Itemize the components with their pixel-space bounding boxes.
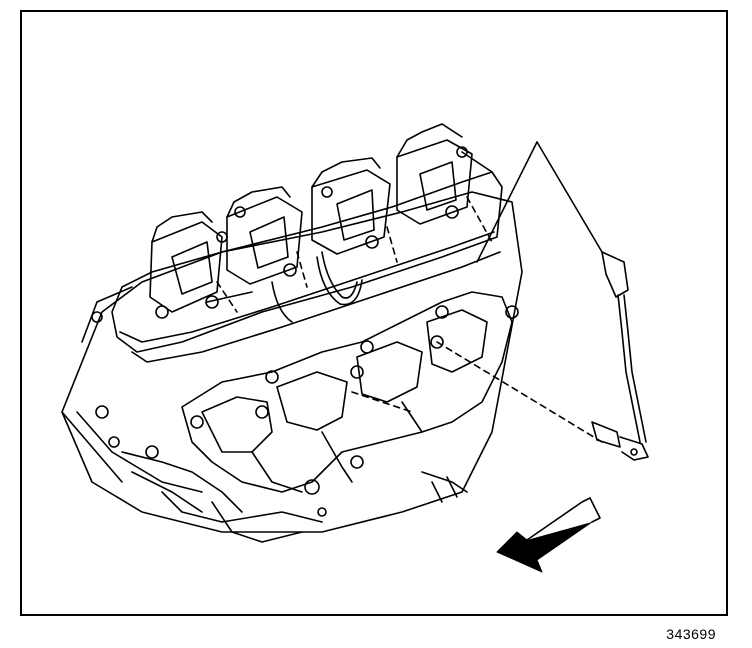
- front-direction-arrow-icon: [496, 497, 601, 573]
- engine-block: [61, 191, 523, 533]
- illustration-frame: [20, 10, 728, 616]
- manifold-bolt: [145, 445, 159, 459]
- manifold-bolt: [360, 340, 374, 354]
- ignition-coil-4: [396, 123, 493, 225]
- ignition-coils: [149, 123, 493, 319]
- manifold-bolt: [265, 370, 279, 384]
- dashed-guides: [216, 196, 603, 443]
- ignition-coil-1: [149, 211, 228, 319]
- lower-details: [121, 451, 468, 543]
- manifold-bolt: [350, 365, 364, 379]
- spark-plug-wires: [271, 251, 363, 323]
- engine-exhaust-manifold-illustration: [61, 123, 649, 573]
- manifold-bolt: [350, 455, 364, 469]
- manifold-bolt: [304, 479, 320, 495]
- ignition-coil-2: [226, 186, 303, 285]
- manifold-bolt: [430, 335, 444, 349]
- manifold-bolt: [190, 415, 204, 429]
- manifold-bolt: [505, 305, 519, 319]
- oxygen-sensor: [476, 141, 649, 461]
- valve-cover: [111, 171, 503, 363]
- exhaust-manifold: [145, 291, 519, 495]
- manifold-bolt: [255, 405, 269, 419]
- ignition-coil-3: [311, 157, 391, 255]
- manifold-bolt: [435, 305, 449, 319]
- figure-number: 343699: [666, 626, 716, 642]
